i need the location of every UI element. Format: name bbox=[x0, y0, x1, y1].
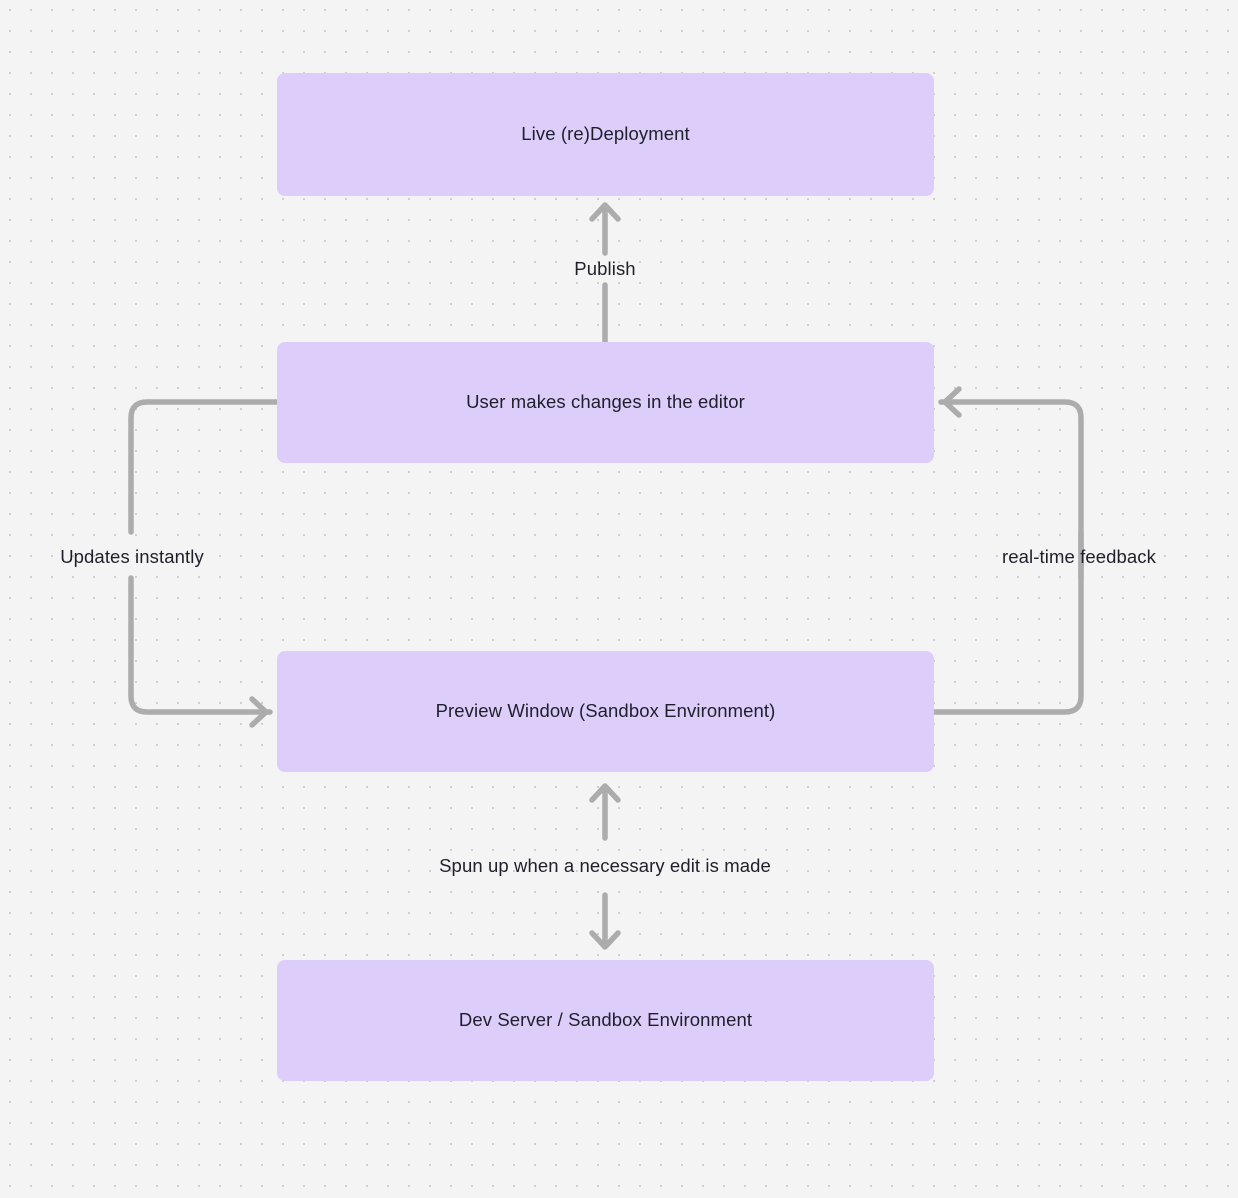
edge-label-spun-up: Spun up when a necessary edit is made bbox=[439, 854, 771, 876]
node-dev-server-label: Dev Server / Sandbox Environment bbox=[458, 1009, 753, 1031]
node-user-makes-changes[interactable]: User makes changes in the editor bbox=[277, 342, 934, 463]
node-live-redeployment-label: Live (re)Deployment bbox=[521, 123, 690, 145]
node-preview-window[interactable]: Preview Window (Sandbox Environment) bbox=[277, 651, 934, 772]
edge-label-updates-instantly: Updates instantly bbox=[60, 545, 204, 567]
edge-label-real-time-feedback: real-time feedback bbox=[1002, 545, 1156, 567]
node-dev-server[interactable]: Dev Server / Sandbox Environment bbox=[277, 960, 934, 1081]
node-preview-window-label: Preview Window (Sandbox Environment) bbox=[435, 700, 776, 722]
edge-label-publish: Publish bbox=[574, 257, 636, 279]
node-live-redeployment[interactable]: Live (re)Deployment bbox=[277, 73, 934, 196]
node-user-makes-changes-label: User makes changes in the editor bbox=[466, 391, 745, 413]
